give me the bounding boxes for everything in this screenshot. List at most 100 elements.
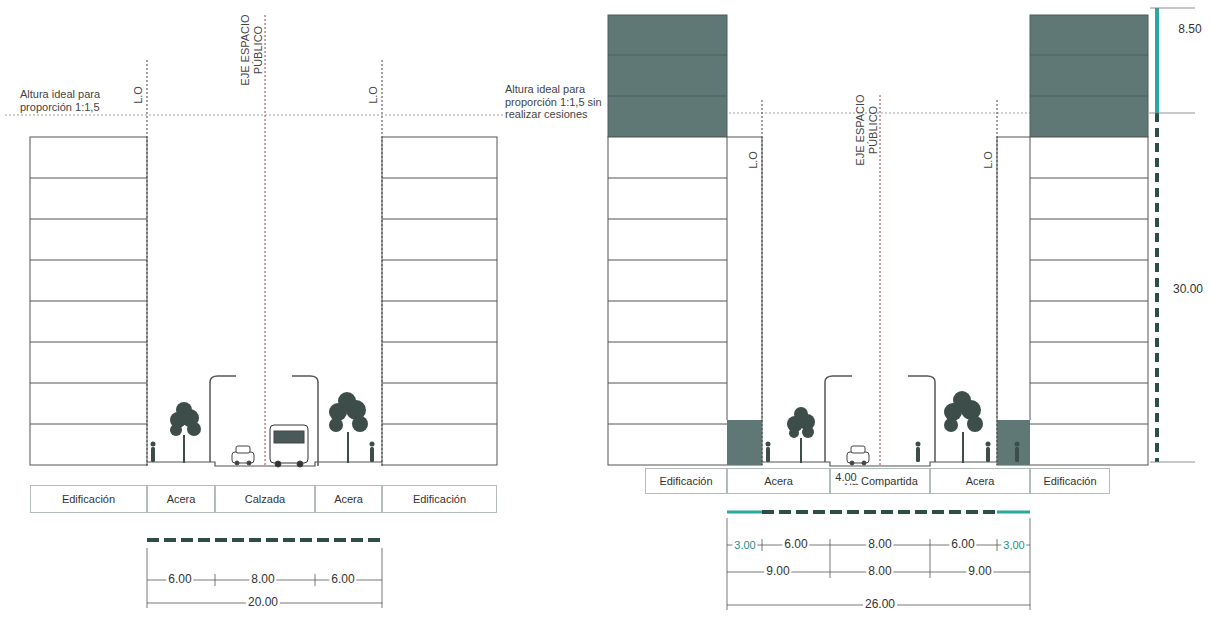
drawing-part [794, 407, 808, 421]
drawing-part [997, 511, 1030, 514]
vertical-label: L.O [747, 151, 760, 169]
dimension-label: 8.50 [1178, 23, 1201, 37]
drawing-part [247, 461, 251, 465]
floor-line [1030, 178, 1148, 179]
vertical-label: L.O [132, 86, 145, 104]
drawing-part [962, 432, 964, 463]
drawing-part [762, 510, 997, 514]
cell-text: Edificación [659, 475, 712, 487]
drawing-part [608, 137, 762, 465]
drawing-part [315, 574, 316, 586]
drawing-part [235, 461, 239, 465]
floor-line [608, 301, 727, 302]
floor-line [382, 260, 497, 261]
dimension-label: 8.00 [866, 538, 893, 552]
floor-line [608, 55, 727, 56]
drawing-part [147, 462, 382, 466]
floor-line [382, 219, 497, 220]
drawing-part [1155, 113, 1159, 462]
cell-text: Acera [334, 493, 363, 505]
drawing-part [151, 442, 156, 447]
drawing-part [382, 137, 497, 465]
drawing-part [908, 376, 935, 462]
floor-line [1030, 96, 1148, 97]
floor-line [30, 178, 147, 179]
floor-line [1030, 383, 1148, 384]
table-cell: Acera [727, 468, 830, 494]
drawing-part [830, 539, 831, 578]
cell-text: Calzada [245, 493, 285, 505]
floor-line [608, 260, 727, 261]
dimension-label: 9.00 [966, 565, 993, 579]
drawing-part [850, 461, 854, 465]
drawing-part [297, 461, 303, 467]
floor-lines [30, 55, 1148, 424]
drawing-part [1155, 8, 1159, 113]
dimension-label: 9.00 [764, 565, 791, 579]
note-text: Altura ideal para proporción 1:1,5 [20, 88, 140, 113]
dimension-label: 8.00 [866, 565, 893, 579]
table-cell: Acera [147, 485, 215, 513]
ideal-height-line [5, 115, 505, 116]
drawing-part [338, 392, 356, 410]
floor-line [30, 219, 147, 220]
drawing-part [1015, 442, 1020, 447]
floor-line [1030, 424, 1148, 425]
floor-line [30, 383, 147, 384]
building-right [608, 15, 1148, 465]
floor-line [382, 424, 497, 425]
table-cell: Acera [315, 485, 382, 513]
drawing-part [930, 539, 931, 578]
dimension-label: 30.00 [1173, 283, 1203, 297]
drawing-part [916, 442, 921, 447]
drawing-part [880, 95, 881, 465]
table-cell: Edificación [645, 468, 727, 494]
dimension-label: 6.00 [949, 538, 976, 552]
drawing-part [151, 447, 155, 462]
floor-line [1030, 342, 1148, 343]
dimension-label: 6.00 [782, 538, 809, 552]
drawing-part [762, 100, 763, 465]
drawing-part [147, 60, 148, 468]
table-cell: Edificación [1030, 468, 1110, 494]
drawing-part [215, 574, 216, 586]
table-cell: Acera [930, 468, 1030, 494]
drawing-part [274, 431, 304, 443]
vertical-label: L.O [982, 151, 995, 169]
drawing-part [382, 548, 383, 608]
dimension-label: 26.00 [863, 598, 897, 612]
floor-line [1030, 260, 1148, 261]
dimension-label: 8.00 [249, 573, 276, 587]
vertical-label: EJE ESPACIO PÚBLICO [239, 8, 264, 92]
drawing-part [370, 442, 375, 447]
tree [170, 391, 983, 463]
height-bar [1150, 8, 1195, 462]
note-text: Altura ideal para proporción 1:1,5 sin r… [503, 83, 607, 121]
drawing-part [825, 376, 852, 462]
floor-line [30, 342, 147, 343]
drawing-part [210, 376, 236, 462]
drawing-part [986, 447, 990, 462]
cell-text: Acera [167, 493, 196, 505]
drawing-part [944, 418, 958, 432]
drawing-part [170, 424, 182, 436]
drawing-part [1150, 113, 1195, 114]
floor-line [30, 260, 147, 261]
drawing-part [147, 548, 148, 608]
drawing-part [997, 539, 998, 551]
drawing-part [1030, 137, 1031, 420]
drawing-part [851, 446, 865, 453]
dimension-label: 3,00 [1001, 539, 1026, 552]
floor-line [1030, 219, 1148, 220]
floor-line [30, 424, 147, 425]
cell-text: Edificación [62, 493, 115, 505]
lamp-post [210, 376, 935, 466]
floor-line [382, 178, 497, 179]
drawing-part [30, 137, 147, 465]
vehicle [232, 425, 869, 467]
drawing-part [352, 416, 368, 432]
vertical-label: L.O [367, 86, 380, 104]
table-cell: Edificación [30, 485, 147, 513]
